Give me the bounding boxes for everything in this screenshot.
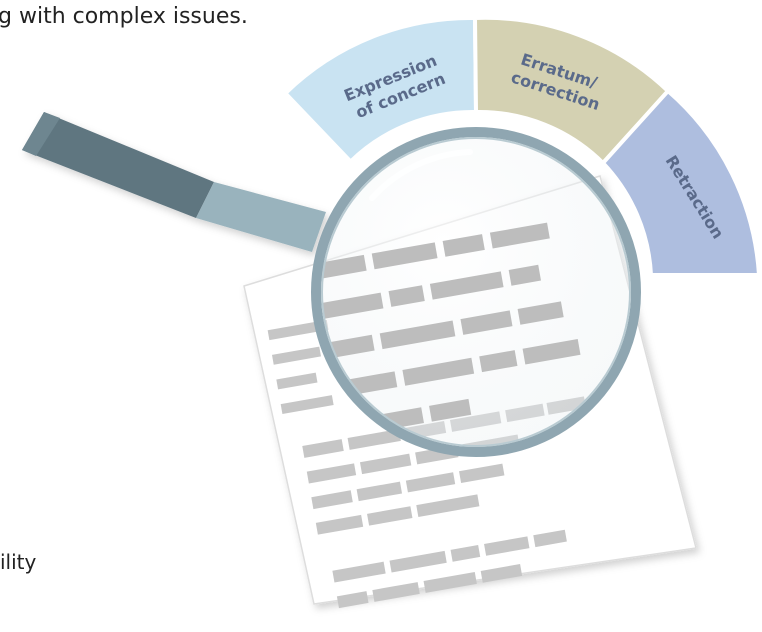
bottom-text-fragment: ility: [0, 550, 37, 574]
arc-segment-erratum-correction: [472, 15, 671, 166]
intro-text-fragment: g with complex issues.: [0, 4, 248, 29]
arc-segment-retraction: [600, 88, 762, 277]
magnifier-handle: [22, 112, 326, 252]
magnifier-lens: [311, 127, 641, 457]
severity-arc: Expression of concern Erratum/ correctio…: [282, 15, 762, 277]
arc-segment-expression-of-concern: [282, 15, 479, 165]
